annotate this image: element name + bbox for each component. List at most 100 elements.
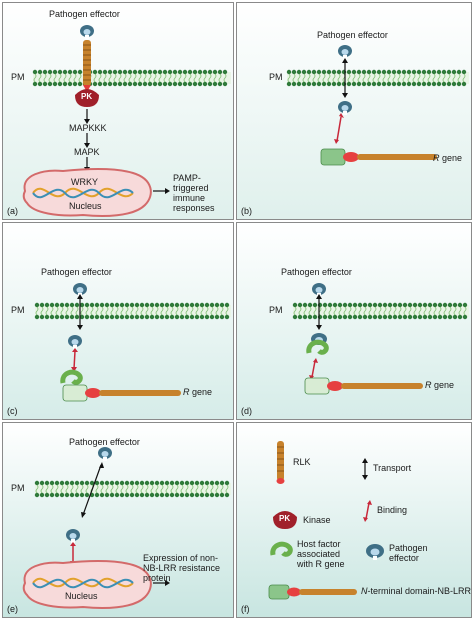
binding-arrow (336, 116, 342, 142)
lipid-head (159, 314, 165, 320)
lipid-tail (347, 73, 351, 83)
lipid-head (59, 480, 65, 486)
lipid-head (144, 480, 150, 486)
lipid-head (219, 480, 225, 486)
lipid-head (192, 69, 198, 75)
lipid-head (127, 81, 133, 87)
lipid-tail (398, 306, 402, 316)
lipid-head (57, 69, 63, 75)
lipid-tail (68, 73, 72, 83)
lipid-head (84, 480, 90, 486)
lipid-tail (115, 306, 119, 316)
lipid-tail (70, 484, 74, 494)
lipid-tail (105, 484, 109, 494)
lipid-head (204, 302, 210, 308)
lipid-head (416, 69, 422, 75)
lipid-head (337, 314, 343, 320)
lipid-head (84, 302, 90, 308)
lipid-head (187, 81, 193, 87)
lipid-tail (367, 73, 371, 83)
lipid-head (199, 480, 205, 486)
lipid-tail (95, 484, 99, 494)
lipid-head (207, 81, 213, 87)
lipid-tail (135, 484, 139, 494)
lipid-tail (130, 306, 134, 316)
lipid-tail (218, 73, 222, 83)
lipid-head (361, 69, 367, 75)
pathogen-effector-label: Pathogen effector (317, 30, 388, 40)
lipid-tail (163, 73, 167, 83)
lipid-tail (422, 73, 426, 83)
lipid-head (89, 302, 95, 308)
lipid-head (132, 81, 138, 87)
lipid-head (199, 492, 205, 498)
pathogen-effector-legend-label: Pathogen effector (389, 543, 449, 563)
lipid-head (119, 480, 125, 486)
lipid-tail (195, 306, 199, 316)
lipid-head (139, 314, 145, 320)
lipid-head (422, 314, 428, 320)
lipid-head (382, 302, 388, 308)
lipid-head (194, 314, 200, 320)
panel-d-drawing (237, 223, 471, 419)
lipid-head (157, 81, 163, 87)
lipid-head (94, 480, 100, 486)
lipid-tail (148, 73, 152, 83)
lipid-head (34, 480, 40, 486)
gene-suffix: gene (439, 153, 463, 163)
lipid-head (431, 81, 437, 87)
r-gene-label: R gene (433, 153, 462, 163)
lipid-head (217, 81, 223, 87)
lipid-head (182, 69, 188, 75)
response-line-4: responses (173, 203, 215, 213)
lipid-tail (458, 306, 462, 316)
lipid-head (67, 81, 73, 87)
lipid-tail (85, 306, 89, 316)
lipid-tail (108, 73, 112, 83)
lipid-head (346, 81, 352, 87)
lipid-tail (463, 306, 467, 316)
lipid-tail (438, 306, 442, 316)
host-factor-line-3: with R gene (297, 559, 345, 569)
lipid-head (79, 492, 85, 498)
lipid-head (311, 81, 317, 87)
panel-c-drawing (3, 223, 233, 419)
lipid-head (59, 492, 65, 498)
lipid-tail (35, 306, 39, 316)
lipid-head (139, 480, 145, 486)
dna-strand-2 (32, 578, 134, 589)
lipid-head (204, 314, 210, 320)
lipid-head (122, 81, 128, 87)
lipid-head (356, 69, 362, 75)
lipid-head (202, 81, 208, 87)
lipid-head (47, 69, 53, 75)
lipid-tail (200, 484, 204, 494)
lipid-head (139, 302, 145, 308)
lipid-head (79, 480, 85, 486)
lipid-tail (293, 306, 297, 316)
lipid-head (291, 81, 297, 87)
lipid-tail (93, 73, 97, 83)
lipid-tail (180, 484, 184, 494)
r-gene-protein (320, 148, 437, 166)
lipid-head (372, 302, 378, 308)
host-factor-line-1: Host factor (297, 539, 341, 549)
lipid-head (32, 69, 38, 75)
lipid-tail (397, 73, 401, 83)
lipid-tail (408, 306, 412, 316)
gene-suffix: gene (189, 387, 213, 397)
lipid-head (149, 492, 155, 498)
lipid-tail (75, 306, 79, 316)
lipid-head (204, 492, 210, 498)
lipid-tail (412, 73, 416, 83)
lipid-tail (170, 484, 174, 494)
lipid-tail (150, 484, 154, 494)
lipid-tail (332, 73, 336, 83)
lipid-head (204, 480, 210, 486)
lipid-head (174, 302, 180, 308)
lipid-head (162, 69, 168, 75)
lipid-head (387, 314, 393, 320)
lipid-head (366, 69, 372, 75)
lipid-tail (103, 73, 107, 83)
host-factor-legend-icon (270, 541, 293, 557)
